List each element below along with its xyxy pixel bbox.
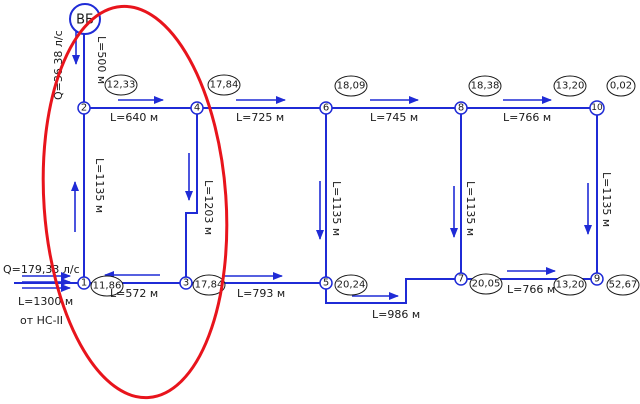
node-4-circle <box>190 101 204 115</box>
highlight-ellipse <box>41 4 229 400</box>
pipe-labels: L=640 м L=725 м L=745 м L=766 м L=1135 м… <box>93 111 613 321</box>
node-3-circle <box>179 276 193 290</box>
node-8-circle <box>454 101 468 115</box>
node-10-circle <box>589 100 605 116</box>
node-10-value: 0,02 <box>610 81 632 92</box>
inlet-source-label: от НС-II <box>20 314 63 327</box>
pipe-4-3 <box>185 108 198 283</box>
pipe-label-1-2: L=1135 м <box>93 158 106 213</box>
node-1-circle <box>77 276 91 290</box>
node-5-number: 5 <box>323 278 329 289</box>
pipe-label-5-7: L=986 м <box>372 308 420 321</box>
node-9-value-extra: 52,67 <box>609 280 638 291</box>
pipe-5-7 <box>325 278 461 304</box>
node-2-circle <box>77 101 91 115</box>
node-5-value: 20,24 <box>337 280 366 291</box>
node-6-number: 6 <box>323 103 329 114</box>
pipe-label-7-9: L=766 м <box>507 283 555 296</box>
node-2-number: 2 <box>81 103 87 114</box>
node-1-value: 11,86 <box>93 281 122 292</box>
node-9-number: 9 <box>594 274 600 285</box>
node-1-number: 1 <box>81 278 87 289</box>
pipe-label-6-8: L=745 м <box>370 111 418 124</box>
water-tower: ВБ <box>69 3 101 35</box>
node-values: 11,86 12,33 17,84 17,84 20,24 18,09 20,0… <box>90 74 640 297</box>
nodes: 1 2 3 4 5 6 7 8 9 10 <box>77 100 605 290</box>
node-8-number: 8 <box>458 103 464 114</box>
node-7-value: 20,05 <box>472 279 501 290</box>
pipe-label-3-5: L=793 м <box>237 287 285 300</box>
pipe-label-8-7: L=1135 м <box>464 181 477 236</box>
node-10-number: 10 <box>591 103 603 113</box>
node-2-value: 12,33 <box>107 80 136 91</box>
pipe-label-6-5: L=1135 м <box>330 181 343 236</box>
pipe-label-2-4: L=640 м <box>110 111 158 124</box>
node-4-number: 4 <box>194 103 200 114</box>
pipe-label-1-3: L=572 м <box>110 287 158 300</box>
flow-arrows <box>22 21 592 300</box>
node-7-circle <box>454 272 468 286</box>
node-6-circle <box>319 101 333 115</box>
tower-length-label: L=500 м <box>95 36 108 84</box>
pipe-label-8-10: L=766 м <box>503 111 551 124</box>
pipe-label-4-3: L=1203 м <box>202 180 215 235</box>
node-5-circle <box>319 276 333 290</box>
inlet-flow-label: Q=179,33 л/с <box>3 263 80 276</box>
node-4-value: 17,84 <box>210 80 239 91</box>
pipe-label-10-9: L=1135 м <box>600 172 613 227</box>
node-3-number: 3 <box>183 278 189 289</box>
node-10-value-extra: 13,20 <box>556 81 585 92</box>
node-3-value: 17,84 <box>195 280 224 291</box>
node-7-number: 7 <box>458 274 464 285</box>
node-9-circle <box>590 272 604 286</box>
node-9-value: 13,20 <box>556 280 585 291</box>
node-8-value: 18,38 <box>471 81 500 92</box>
pipe-label-4-6: L=725 м <box>236 111 284 124</box>
node-6-value: 18,09 <box>337 81 366 92</box>
